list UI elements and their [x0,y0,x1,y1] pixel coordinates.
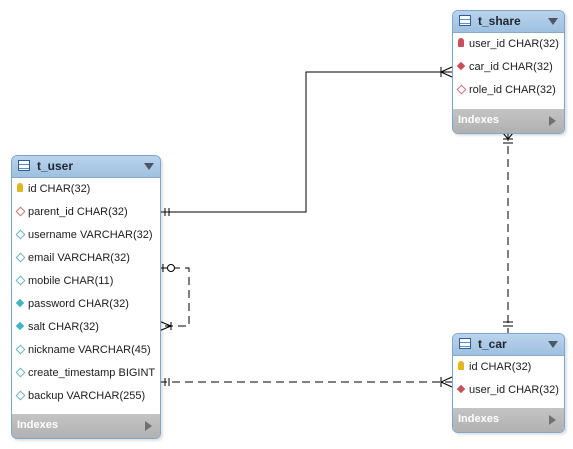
table-header[interactable]: t_user [12,156,160,178]
collapse-menu-icon[interactable] [548,18,558,25]
column-label: role_id CHAR(32) [469,84,556,96]
column-row[interactable]: create_timestamp BIGINT [12,362,160,385]
column-label: user_id CHAR(32) [469,38,559,50]
expand-arrow-icon[interactable] [145,421,152,431]
column-row[interactable]: username VARCHAR(32) [12,224,160,247]
relationship-user-share [159,71,452,213]
foreign-key-diamond-icon [15,206,26,217]
column-label: id CHAR(32) [28,183,91,195]
table-t-car[interactable]: t_car id CHAR(32) user_id CHAR(32) Index… [452,333,565,433]
indexes-section[interactable]: Indexes [453,408,564,432]
table-icon [18,160,30,171]
foreign-key-diamond-icon [456,84,467,95]
column-label: create_timestamp BIGINT [28,367,156,379]
column-label: mobile CHAR(11) [28,275,114,287]
relationship-user-self [159,267,190,327]
column-row[interactable]: role_id CHAR(32) [453,79,564,102]
column-row[interactable]: parent_id CHAR(32) [12,201,160,224]
primary-key-icon [458,361,464,370]
foreign-key-diamond-icon [456,384,466,394]
column-row[interactable]: user_id CHAR(32) [453,33,564,56]
column-row[interactable]: car_id CHAR(32) [453,56,564,79]
table-name: t_share [478,14,521,28]
expand-arrow-icon[interactable] [549,116,556,126]
column-row[interactable]: id CHAR(32) [453,356,564,379]
column-label: salt CHAR(32) [28,321,99,333]
column-label: car_id CHAR(32) [469,61,553,73]
column-label: parent_id CHAR(32) [28,206,128,218]
expand-arrow-icon[interactable] [549,415,556,425]
not-null-column-icon [15,321,25,331]
column-label: user_id CHAR(32) [469,384,559,396]
column-row[interactable]: id CHAR(32) [12,178,160,201]
nullable-column-icon [15,390,26,401]
column-label: email VARCHAR(32) [28,252,130,264]
column-row[interactable]: backup VARCHAR(255) [12,385,160,408]
nullable-column-icon [15,344,26,355]
indexes-section[interactable]: Indexes [12,414,160,438]
indexes-label: Indexes [458,114,499,126]
column-row[interactable]: salt CHAR(32) [12,316,160,339]
indexes-section[interactable]: Indexes [453,109,564,133]
column-row[interactable]: mobile CHAR(11) [12,270,160,293]
column-label: backup VARCHAR(255) [28,390,146,402]
foreign-key-diamond-icon [456,61,466,71]
collapse-menu-icon[interactable] [548,341,558,348]
column-row[interactable]: password CHAR(32) [12,293,160,316]
nullable-column-icon [15,275,26,286]
table-name: t_user [37,159,74,173]
primary-key-icon [17,183,23,192]
column-label: id CHAR(32) [469,361,532,373]
table-icon [459,338,471,349]
column-label: password CHAR(32) [28,298,129,310]
table-header[interactable]: t_share [453,11,564,33]
table-header[interactable]: t_car [453,334,564,356]
indexes-label: Indexes [17,419,58,431]
indexes-label: Indexes [458,413,499,425]
nullable-column-icon [15,229,26,240]
collapse-menu-icon[interactable] [144,163,154,170]
column-label: username VARCHAR(32) [28,229,153,241]
not-null-column-icon [15,298,25,308]
table-icon [459,15,471,26]
table-t-user[interactable]: t_user id CHAR(32) parent_id CHAR(32) us… [11,155,161,439]
nullable-column-icon [15,367,26,378]
table-name: t_car [478,337,507,351]
column-row[interactable]: user_id CHAR(32) [453,379,564,402]
nullable-column-icon [15,252,26,263]
table-t-share[interactable]: t_share user_id CHAR(32) car_id CHAR(32)… [452,10,565,134]
column-label: nickname VARCHAR(45) [28,344,151,356]
column-row[interactable]: email VARCHAR(32) [12,247,160,270]
primary-foreign-key-icon [458,38,464,47]
column-row[interactable]: nickname VARCHAR(45) [12,339,160,362]
